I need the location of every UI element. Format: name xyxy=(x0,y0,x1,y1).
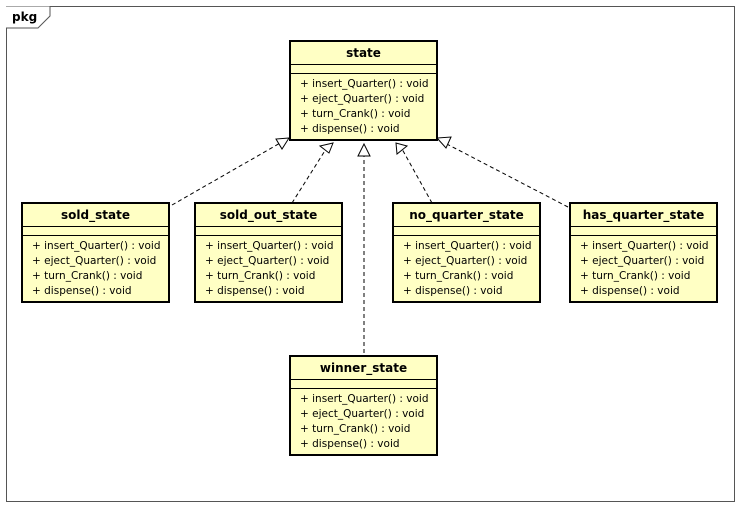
class-has-quarter-state[interactable]: has_quarter_state + insert_Quarter() : v… xyxy=(569,202,718,303)
operation: + eject_Quarter() : void xyxy=(300,93,425,105)
package-frame xyxy=(6,6,735,502)
class-name: sold_out_state xyxy=(196,204,341,227)
attributes-compartment xyxy=(291,380,436,389)
operation: + eject_Quarter() : void xyxy=(32,255,157,267)
operation: + eject_Quarter() : void xyxy=(300,408,425,420)
class-no-quarter-state[interactable]: no_quarter_state + insert_Quarter() : vo… xyxy=(392,202,541,303)
operation: + insert_Quarter() : void xyxy=(205,240,334,252)
operations-compartment: + insert_Quarter() : void + eject_Quarte… xyxy=(196,236,341,299)
operation: + dispense() : void xyxy=(205,285,305,297)
edge-sold-out-state xyxy=(291,148,327,204)
edge-sold-state xyxy=(171,141,283,206)
operations-compartment: + insert_Quarter() : void + eject_Quarte… xyxy=(291,74,436,137)
class-name: sold_state xyxy=(23,204,168,227)
operation: + insert_Quarter() : void xyxy=(580,240,709,252)
operations-compartment: + insert_Quarter() : void + eject_Quarte… xyxy=(23,236,168,299)
class-name: no_quarter_state xyxy=(394,204,539,227)
operation: + insert_Quarter() : void xyxy=(403,240,532,252)
arrowhead-no-quarter-state xyxy=(395,142,409,155)
arrowhead-has-quarter-state xyxy=(435,136,452,149)
operation: + dispense() : void xyxy=(32,285,132,297)
class-name: state xyxy=(291,42,436,65)
operation: + dispense() : void xyxy=(580,285,680,297)
operation: + turn_Crank() : void xyxy=(32,270,143,282)
operations-compartment: + insert_Quarter() : void + eject_Quarte… xyxy=(291,389,436,452)
operation: + insert_Quarter() : void xyxy=(300,393,429,405)
attributes-compartment xyxy=(571,227,716,236)
operation: + turn_Crank() : void xyxy=(403,270,514,282)
edge-has-quarter-state xyxy=(442,141,569,208)
arrowhead-sold-state xyxy=(275,137,290,150)
class-state[interactable]: state + insert_Quarter() : void + eject_… xyxy=(289,40,438,141)
class-sold-state[interactable]: sold_state + insert_Quarter() : void + e… xyxy=(21,202,170,303)
operation: + insert_Quarter() : void xyxy=(32,240,161,252)
class-name: winner_state xyxy=(291,357,436,380)
operation: + turn_Crank() : void xyxy=(205,270,316,282)
operation: + turn_Crank() : void xyxy=(300,108,411,120)
operation: + eject_Quarter() : void xyxy=(205,255,330,267)
operation: + eject_Quarter() : void xyxy=(580,255,705,267)
package-label: pkg xyxy=(12,10,38,24)
operations-compartment: + insert_Quarter() : void + eject_Quarte… xyxy=(571,236,716,299)
operation: + insert_Quarter() : void xyxy=(300,78,429,90)
attributes-compartment xyxy=(196,227,341,236)
attributes-compartment xyxy=(23,227,168,236)
operation: + dispense() : void xyxy=(300,123,400,135)
class-name: has_quarter_state xyxy=(571,204,716,227)
class-winner-state[interactable]: winner_state + insert_Quarter() : void +… xyxy=(289,355,438,456)
operation: + turn_Crank() : void xyxy=(580,270,691,282)
arrowhead-sold-out-state xyxy=(318,142,334,154)
class-sold-out-state[interactable]: sold_out_state + insert_Quarter() : void… xyxy=(194,202,343,303)
edge-no-quarter-state xyxy=(401,148,433,204)
attributes-compartment xyxy=(394,227,539,236)
operation: + turn_Crank() : void xyxy=(300,423,411,435)
operations-compartment: + insert_Quarter() : void + eject_Quarte… xyxy=(394,236,539,299)
arrowhead-winner-state xyxy=(357,142,371,157)
operation: + dispense() : void xyxy=(403,285,503,297)
package-tab xyxy=(6,6,51,29)
attributes-compartment xyxy=(291,65,436,74)
operation: + eject_Quarter() : void xyxy=(403,255,528,267)
operation: + dispense() : void xyxy=(300,438,400,450)
